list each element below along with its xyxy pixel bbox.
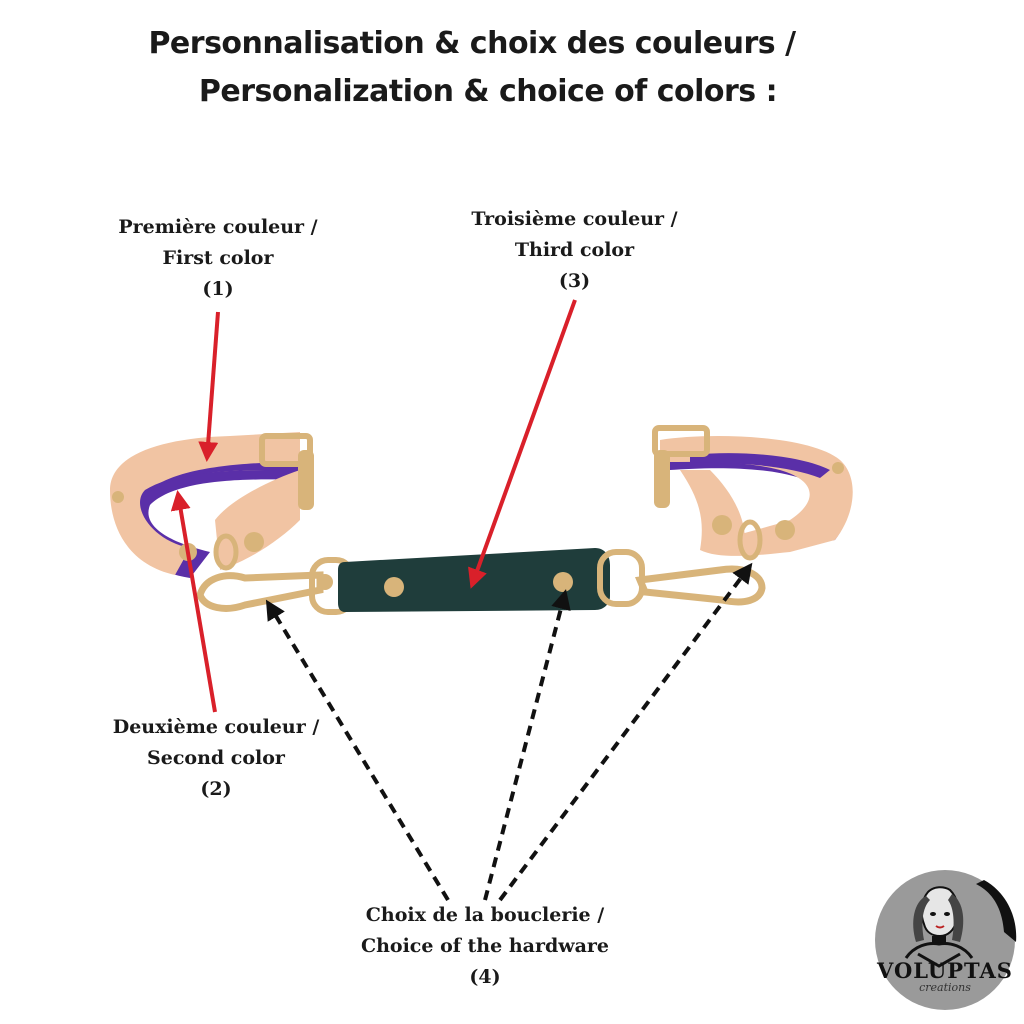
callout-first-color: Première couleur / First color (1) xyxy=(108,212,328,305)
callout-second-num: (2) xyxy=(200,778,232,800)
left-d-ring xyxy=(213,533,239,571)
arrow-hardware-left xyxy=(265,599,450,902)
arrow-hardware-right xyxy=(498,562,753,902)
callout-hardware: Choix de la bouclerie / Choice of the ha… xyxy=(340,900,630,993)
right-buckle xyxy=(652,425,710,457)
right-cuff xyxy=(652,425,853,561)
callout-second-fr: Deuxième couleur / xyxy=(112,716,320,738)
right-cuff-strap xyxy=(680,470,745,550)
callout-first-num: (1) xyxy=(202,278,234,300)
right-d-ring xyxy=(737,519,763,561)
callout-second-en: Second color xyxy=(147,747,285,769)
callout-hardware-fr: Choix de la bouclerie / xyxy=(365,904,605,926)
right-snap-hook xyxy=(634,565,766,606)
middle-strap xyxy=(309,548,645,615)
callout-third-fr: Troisième couleur / xyxy=(471,208,678,230)
page-title-fr: Personnalisation & choix des couleurs / xyxy=(148,26,796,61)
callout-first-en: First color xyxy=(162,247,274,269)
arrow-hardware-middle xyxy=(483,589,571,901)
strap-rivet-right xyxy=(553,572,573,592)
brand-logo: VOLUPTAS creations xyxy=(866,862,1024,1014)
logo-tagline: creations xyxy=(919,981,971,994)
arrow-first-color xyxy=(198,311,220,462)
right-rivet-2 xyxy=(775,520,795,540)
left-snap-hook xyxy=(196,571,333,612)
callout-third-en: Third color xyxy=(514,239,635,261)
logo-emblem-icon xyxy=(875,870,1017,1010)
left-buckle xyxy=(259,433,313,467)
right-rivet-1 xyxy=(712,515,732,535)
strap-rivet-left xyxy=(384,577,404,597)
arrow-second-color xyxy=(170,490,217,713)
arrow-third-color xyxy=(468,299,577,589)
left-cuff xyxy=(110,432,314,578)
callout-third-color: Troisième couleur / Third color (3) xyxy=(462,204,687,297)
callout-first-fr: Première couleur / xyxy=(118,216,318,238)
callout-hardware-en: Choice of the hardware xyxy=(360,935,610,957)
left-cuff-strap xyxy=(215,470,300,570)
callout-hardware-num: (4) xyxy=(469,966,501,988)
callout-third-num: (3) xyxy=(558,270,591,292)
page-title-en: Personalization & choice of colors : xyxy=(198,74,778,109)
logo-name: VOLUPTAS xyxy=(877,958,1013,983)
left-rivet-1 xyxy=(244,532,264,552)
callout-second-color: Deuxième couleur / Second color (2) xyxy=(106,712,326,805)
